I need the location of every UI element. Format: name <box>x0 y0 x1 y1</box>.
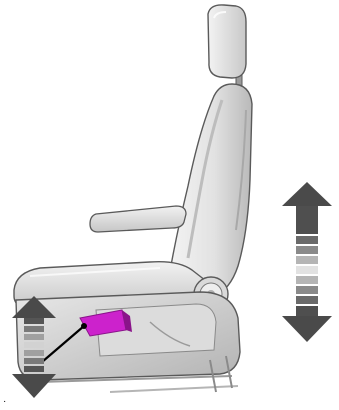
headrest <box>208 5 246 92</box>
callout-marker: · <box>3 396 6 407</box>
seat-base <box>16 292 240 380</box>
armrest <box>90 206 186 232</box>
up-down-arrow-icon <box>282 182 332 342</box>
